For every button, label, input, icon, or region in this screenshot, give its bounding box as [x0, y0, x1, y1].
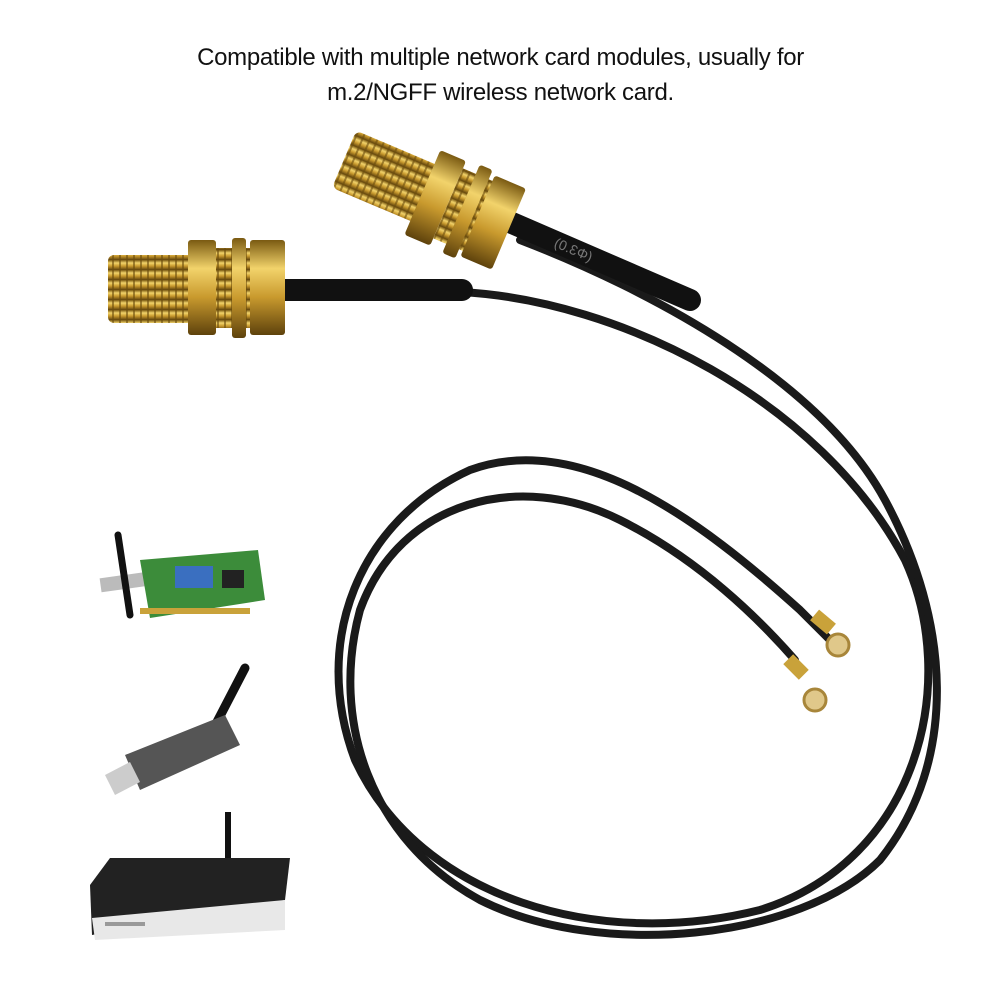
ipex-connector-2: [783, 654, 828, 713]
sma-connector-2: [333, 132, 526, 269]
wireless-router-icon: [90, 812, 290, 940]
cable-2: [346, 236, 941, 939]
sma-connector-1: [108, 238, 285, 338]
pci-wifi-card-icon: [99, 531, 265, 619]
ipex-connector-1: [810, 609, 851, 658]
heat-shrink-2: [494, 209, 701, 311]
caption-line-1: Compatible with multiple network card mo…: [197, 44, 804, 71]
usb-wifi-adapter-icon: [105, 663, 250, 795]
cable-1: [334, 288, 933, 928]
caption-line-2: m.2/NGFF wireless network card.: [327, 79, 674, 106]
